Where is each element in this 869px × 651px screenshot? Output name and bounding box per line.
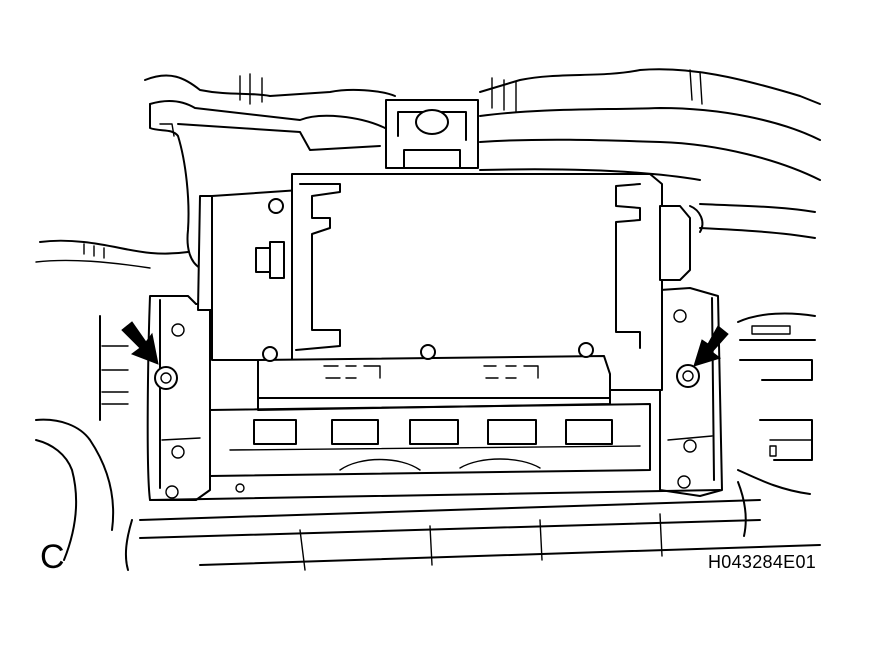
left-bolt-arrow bbox=[121, 321, 159, 365]
stud-group bbox=[255, 198, 594, 362]
background-structure bbox=[35, 68, 821, 571]
right-mounting-nut bbox=[676, 364, 700, 388]
view-letter: C bbox=[40, 538, 65, 576]
figure-id: H043284E01 bbox=[708, 552, 817, 572]
left-mounting-nut bbox=[154, 366, 178, 390]
airbag-module bbox=[197, 99, 691, 477]
mounting-frame bbox=[146, 287, 723, 501]
right-bolt-arrow bbox=[693, 325, 729, 367]
